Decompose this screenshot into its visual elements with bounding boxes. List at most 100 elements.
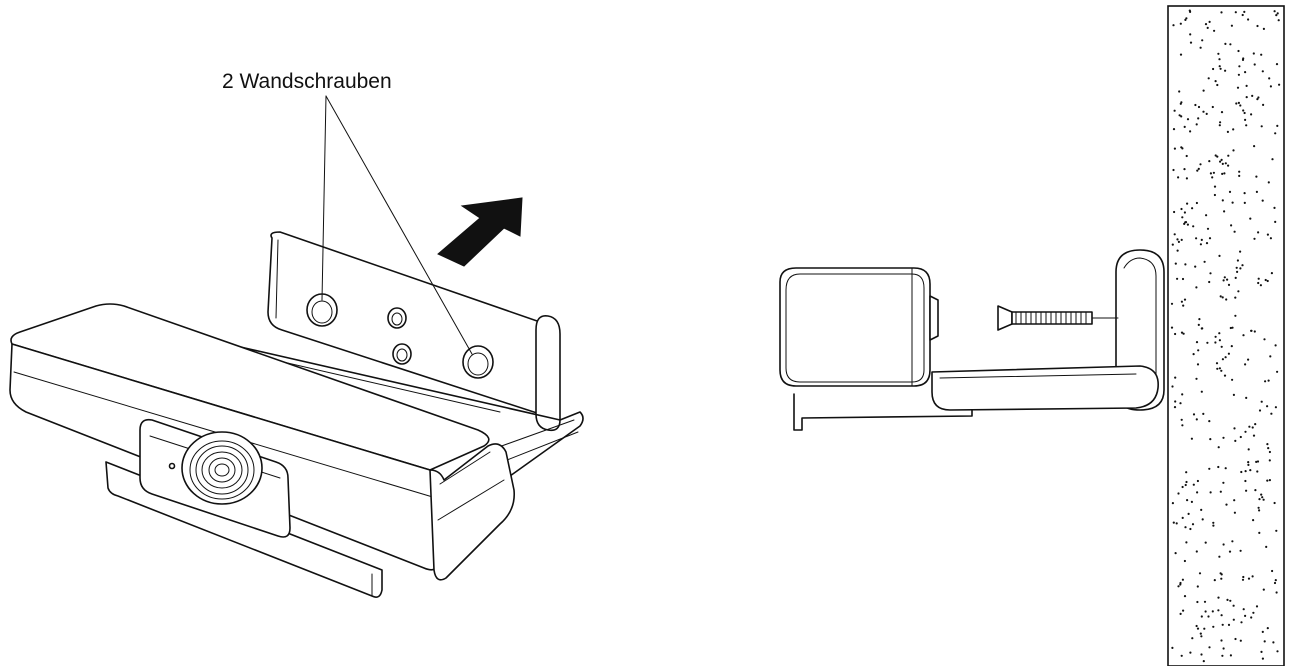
wall-dot [1260,400,1263,403]
wall-dot [1272,641,1275,644]
wall-dot [1256,98,1259,101]
wall-dot [1228,550,1232,553]
wall-dot [1173,109,1176,112]
wall-dot [1197,167,1200,170]
wall-dot [1176,249,1179,252]
wall-dot [1220,369,1223,372]
callout-label-wall-screws: 2 Wandschrauben [222,70,392,93]
wall-dot [1255,460,1258,463]
wall-dot [1195,237,1198,240]
wall-dot [1185,541,1188,544]
wall-dot [1231,326,1234,329]
wall-dot [1260,53,1263,56]
wall-dot [1235,102,1238,105]
wall-dot [1276,370,1279,373]
wall-dot [1231,540,1234,543]
wall-dot [1180,654,1183,657]
wall-dot [1230,224,1233,227]
wall-dot [1239,435,1242,439]
wall-dot [1172,521,1175,524]
wall-dot [1191,637,1194,640]
wall-dot [1238,170,1241,173]
wall-dot [1266,627,1269,630]
camera-lens [181,431,263,505]
wall-dot [1209,172,1212,175]
wall-dot [1274,579,1277,582]
camera-indicator-led [168,462,176,470]
wall-dot [1212,625,1215,628]
wall-dot [1247,461,1250,464]
wall-dot [1215,362,1219,365]
wall-dot [1194,103,1197,107]
wall-dot [1180,238,1183,241]
wall-dot [1171,243,1174,246]
wall-screw-hole-right [462,345,494,379]
wall-dot [1216,83,1219,87]
wall-dot [1219,295,1222,298]
wall-dot [1267,447,1270,450]
wall-dot [1275,14,1278,17]
wall-dot [1217,52,1220,55]
wall-dot [1233,427,1236,430]
wall-dot [1236,86,1240,89]
wall-dot [1256,460,1260,463]
wall-dot [1266,233,1269,236]
wall-dot [1177,585,1180,588]
wall-dot [1174,400,1177,403]
wall-dot [1223,210,1226,213]
wall-dot [1236,259,1239,262]
wall-dot [1203,627,1206,630]
wall-dot [1244,479,1247,483]
wall-dot [1220,577,1223,580]
wall-dot [1244,614,1247,618]
wall-dot [1241,578,1245,581]
wall-dot [1207,615,1210,618]
wall-dot [1234,439,1237,442]
wall-dot [1213,185,1217,188]
wall-dot [1183,559,1186,563]
wall-dot [1172,24,1175,27]
wall-dot [1265,545,1268,549]
wall-dot [1243,192,1246,195]
wall-dot [1196,600,1199,604]
wall-dot [1200,653,1203,656]
wall-dot [1221,296,1224,299]
wall-dot [1189,130,1192,133]
wall-dot [1254,423,1257,426]
mounting-bracket-icon [235,231,584,477]
wall-dot [1240,470,1243,474]
wall-dot [1199,632,1202,635]
wall-dot [1224,162,1227,165]
wall-dot [1242,109,1245,112]
wall-dot [1208,20,1211,23]
wall-dot [1200,390,1203,393]
wall-dot [1179,583,1182,586]
wall-dot [1205,214,1208,217]
wall-dot [1204,610,1207,613]
wall-dot [1227,623,1231,627]
wall-dot [1212,171,1215,174]
wall-dot [1247,463,1250,466]
wall-dot [1268,450,1271,454]
wall-dot [1225,298,1228,301]
wall-dot [1247,18,1250,21]
wall-dot [1172,168,1175,172]
wall-dot [1194,265,1197,268]
wall-dot [1234,276,1237,279]
wall-dot [1241,264,1244,267]
wall-dot [1259,284,1262,287]
wall-dot [1276,124,1279,127]
wall-dot [1258,509,1261,512]
wall-dot [1252,611,1255,614]
wall-dot [1177,176,1180,179]
wall-dot [1274,406,1277,409]
wall-dot [1256,470,1259,473]
wall-dot [1264,278,1267,282]
wall-dot [1258,498,1261,501]
wall-dot [1176,277,1179,280]
wall-dot [1224,467,1227,470]
wall-dot [1238,174,1241,177]
wall-dot [1181,216,1184,219]
wall-dot [1266,405,1269,408]
wall-dot [1200,635,1203,638]
